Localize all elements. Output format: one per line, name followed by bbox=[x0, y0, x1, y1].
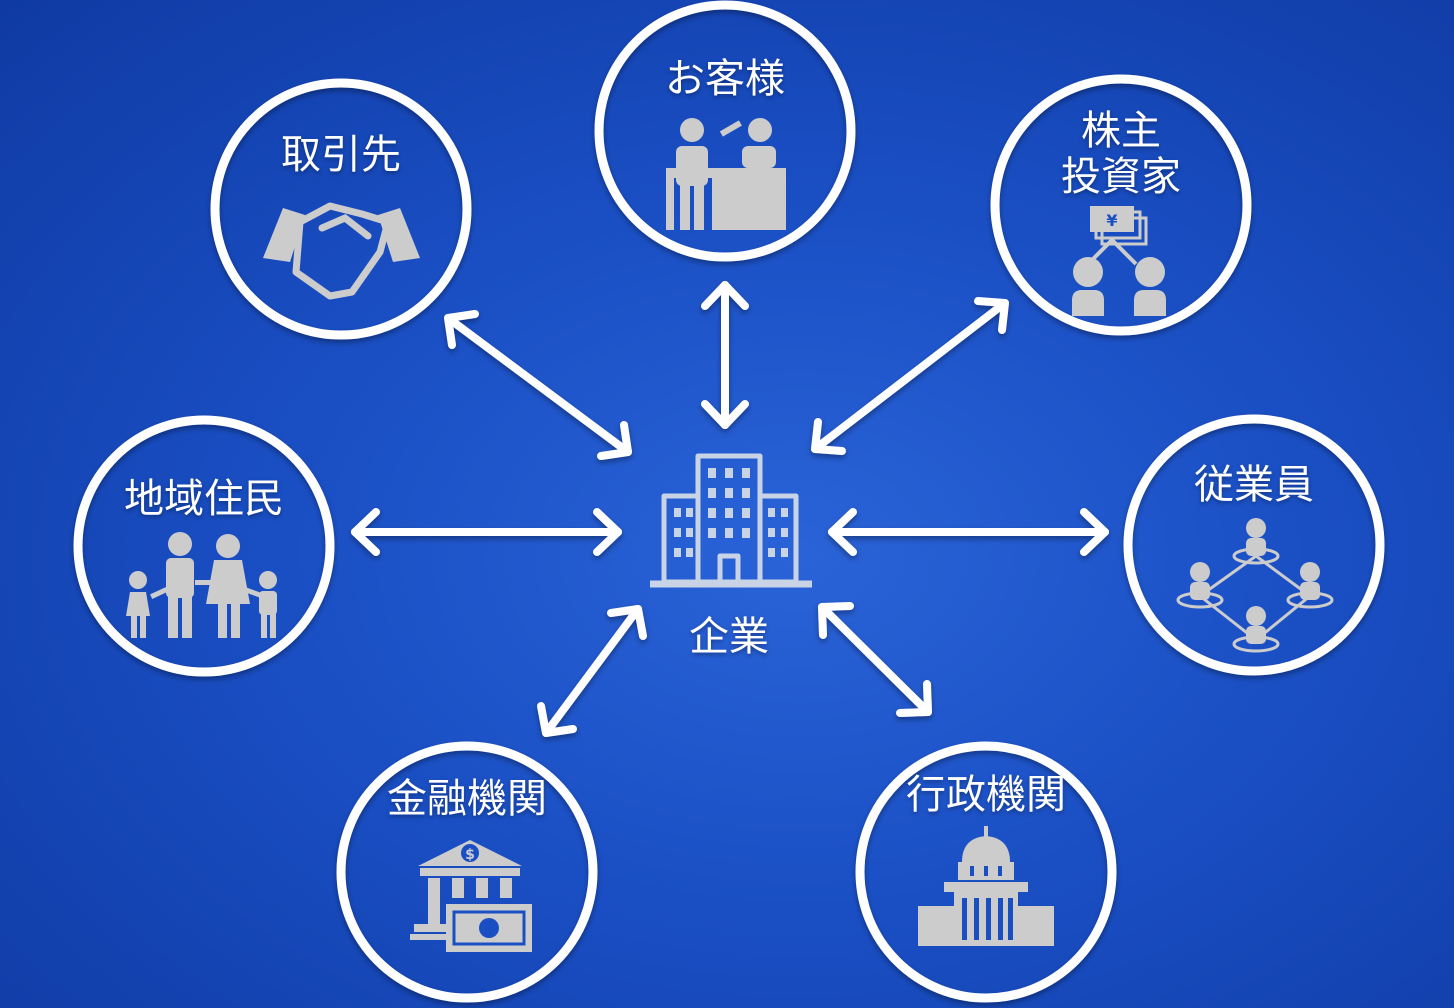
reception-icon bbox=[666, 118, 786, 230]
node-label-okyakusama: お客様 bbox=[665, 56, 785, 102]
node-label-chiiki: 地域住民 bbox=[124, 476, 284, 522]
node-circle-torihikisaki bbox=[210, 78, 472, 340]
center-label: 企業 bbox=[689, 614, 769, 660]
node-circle-okyakusama bbox=[594, 0, 856, 262]
bank-icon: $ bbox=[410, 840, 532, 952]
yen-icon: ¥ bbox=[1106, 211, 1117, 230]
arrow-chiiki bbox=[351, 508, 622, 556]
arrow-jugyoin bbox=[828, 508, 1109, 556]
arrow-torihikisaki bbox=[444, 310, 632, 460]
node-circle-chiiki bbox=[73, 415, 335, 677]
node-label-kabunushi: 株主 投資家 bbox=[1061, 108, 1181, 200]
node-label-gyosei: 行政機関 bbox=[906, 772, 1066, 818]
arrow-gyosei bbox=[818, 602, 932, 717]
node-label-torihikisaki: 取引先 bbox=[281, 132, 401, 178]
node-circle-kabunushi bbox=[990, 74, 1252, 336]
node-circle-gyosei bbox=[855, 741, 1117, 1003]
node-label-kinyu: 金融機関 bbox=[387, 776, 547, 822]
family-icon bbox=[126, 532, 277, 638]
government-building-icon bbox=[918, 826, 1054, 946]
network-icon bbox=[1176, 518, 1334, 653]
investor-icon: ¥ bbox=[1072, 206, 1166, 316]
building-windows bbox=[674, 468, 788, 557]
arrow-kabunushi bbox=[811, 297, 1009, 455]
building-icon bbox=[650, 453, 812, 588]
node-circle-jugyoin bbox=[1123, 414, 1385, 676]
handshake-icon bbox=[263, 202, 420, 300]
node-circle-kinyu bbox=[336, 741, 598, 1003]
dollar-icon: $ bbox=[465, 847, 475, 863]
arrow-okyakusama bbox=[701, 281, 749, 429]
node-label-jugyoin: 従業員 bbox=[1194, 462, 1314, 508]
arrow-kinyu bbox=[537, 605, 647, 737]
